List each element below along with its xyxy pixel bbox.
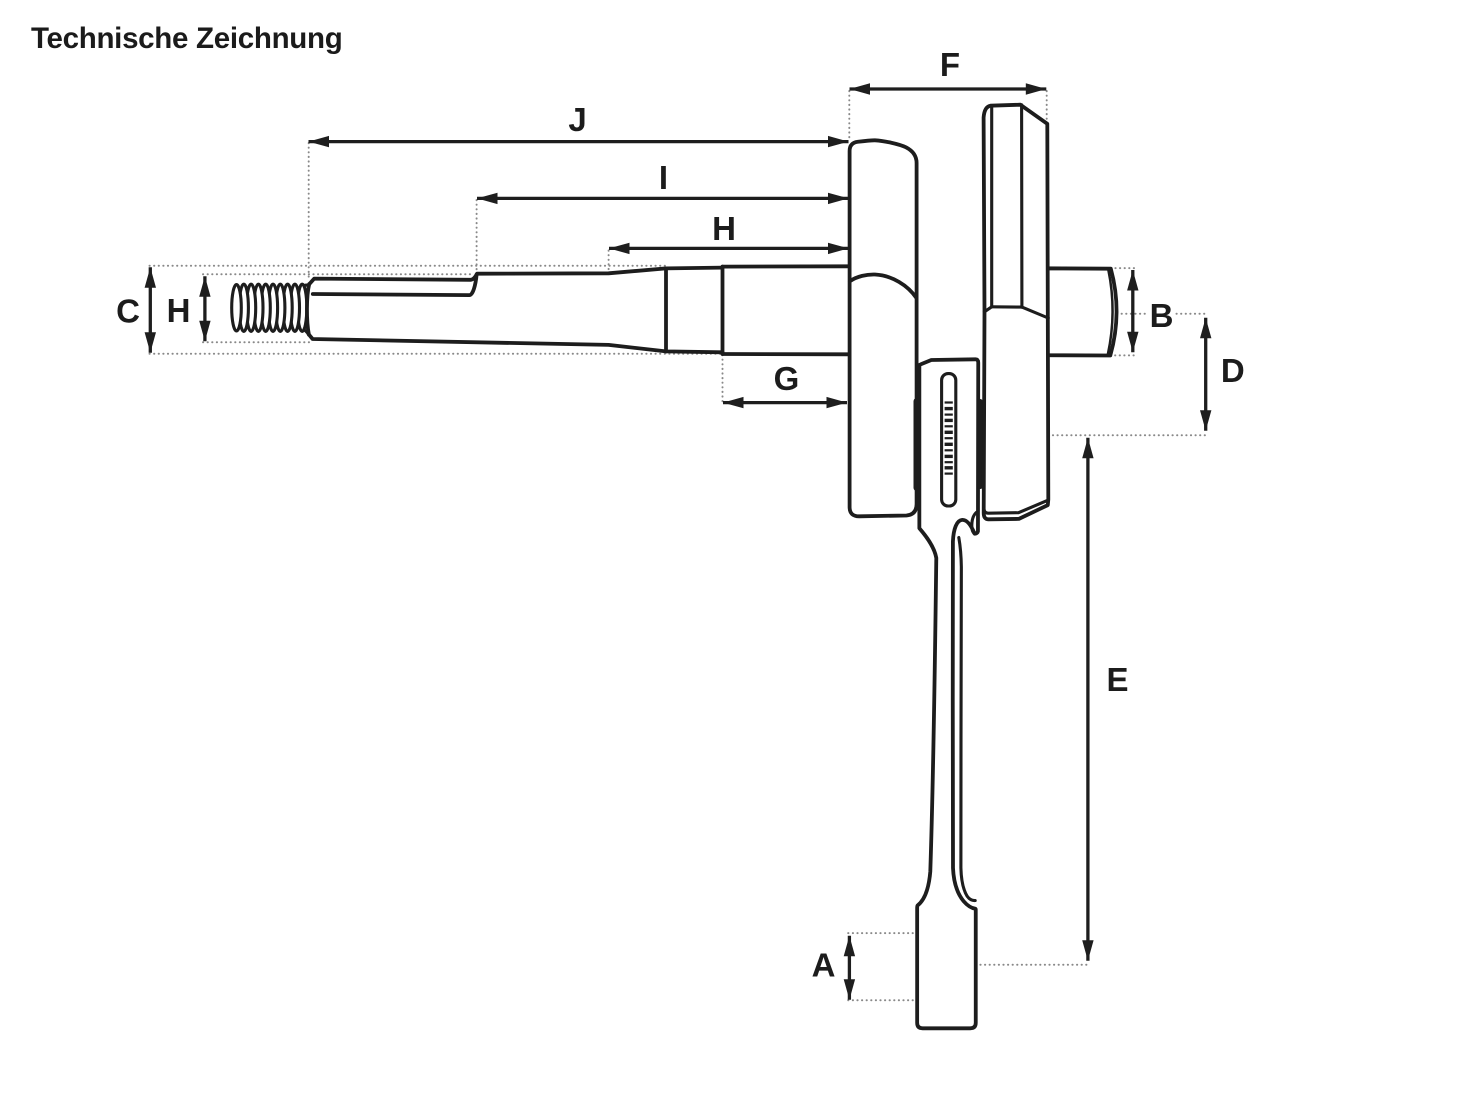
dimension-h-length: H [609, 210, 849, 255]
dim-label-b: B [1150, 297, 1174, 334]
dimension-j: J [308, 101, 849, 148]
right-crank-web [981, 102, 1051, 522]
dim-label-i: I [659, 159, 668, 196]
dimension-g: G [723, 360, 847, 409]
shaft-bottom-outline [306, 332, 725, 355]
page-title: Technische Zeichnung [31, 22, 343, 55]
left-web-rim-arc [848, 272, 919, 300]
big-end-slot-hatch [944, 401, 953, 475]
dimension-c: C [116, 267, 157, 353]
dimensions: J I H F G C H B [116, 46, 1245, 1000]
right-web-outline [981, 102, 1051, 522]
connecting-rod [913, 357, 983, 1031]
dimension-a: A [812, 935, 856, 1000]
dimension-e: E [1082, 437, 1129, 961]
dim-label-h-length: H [712, 210, 736, 247]
dimension-f: F [849, 46, 1047, 95]
conrod-fillet-curl [970, 510, 978, 536]
dimension-h-diameter: H [167, 276, 211, 342]
right-web-facet-diag-right [1020, 305, 1050, 320]
right-web-bottom-inner-edge [982, 498, 1050, 515]
main-shaft [305, 264, 852, 357]
dim-label-f: F [940, 46, 960, 83]
dim-label-e: E [1106, 661, 1128, 698]
stub-end-inner-arc [1106, 268, 1114, 356]
shaft-key-flat-edge [310, 272, 479, 297]
crank-pin-gap-left [913, 398, 920, 491]
construction-lines [148, 90, 1207, 1002]
conrod-outer-side-line [957, 535, 977, 903]
shaft-end-edge [305, 282, 312, 337]
dim-label-c: C [116, 293, 140, 330]
thread-crest [230, 283, 243, 333]
dimension-i: I [477, 159, 849, 205]
crank-pin-gap-right [977, 399, 983, 489]
dim-label-h-diameter: H [167, 292, 191, 329]
left-crank-web [847, 138, 919, 519]
dim-label-g: G [774, 360, 800, 397]
dimension-b: B [1127, 270, 1174, 353]
dim-label-j: J [568, 101, 586, 138]
shaft-top-outline [306, 265, 725, 287]
dimension-d: D [1199, 317, 1245, 431]
left-web-outline [847, 138, 919, 519]
dim-label-d: D [1221, 352, 1245, 389]
big-end-slot [940, 372, 958, 508]
stub-shaft [1038, 266, 1119, 358]
threaded-stub [230, 282, 311, 336]
dim-label-a: A [812, 947, 836, 984]
right-web-facet-diag-left [982, 305, 994, 314]
stub-outline [1038, 266, 1119, 358]
